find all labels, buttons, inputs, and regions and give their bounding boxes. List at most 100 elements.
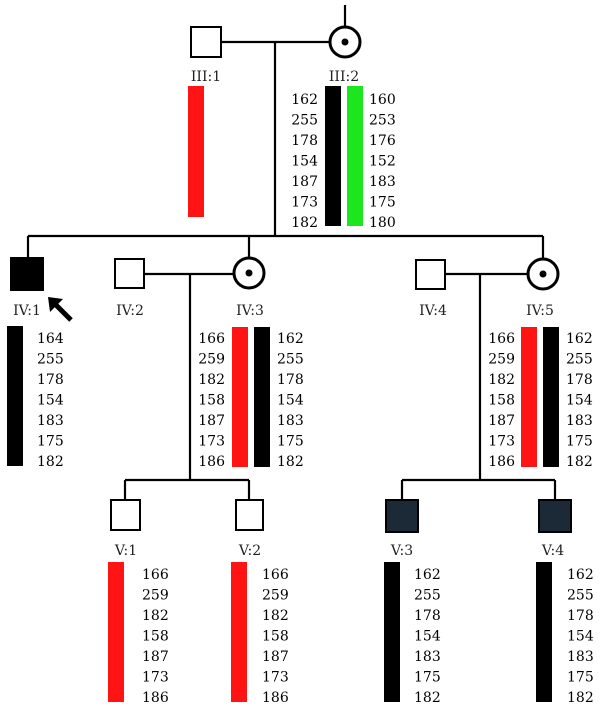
allele-value: 182 — [291, 215, 318, 231]
allele-value: 162 — [277, 331, 304, 347]
allele-value: 253 — [369, 113, 396, 129]
allele-value: 162 — [567, 567, 594, 583]
allele-value: 182 — [566, 454, 593, 470]
allele-value: 173 — [142, 670, 169, 686]
haplotype-bar-iv5-left — [521, 327, 537, 467]
allele-value: 173 — [488, 434, 515, 450]
allele-value: 183 — [566, 413, 593, 429]
individual-iv5-female-carrier-symbol — [526, 257, 560, 291]
allele-value: 173 — [262, 670, 289, 686]
allele-value: 187 — [291, 174, 318, 190]
allele-value: 166 — [262, 567, 289, 583]
allele-value: 154 — [277, 393, 304, 409]
allele-value: 166 — [198, 331, 225, 347]
allele-value: 178 — [277, 372, 304, 388]
allele-value: 255 — [414, 588, 441, 604]
allele-value: 255 — [277, 352, 304, 368]
haplotype-bar-iii1 — [188, 86, 204, 217]
allele-value: 186 — [488, 454, 515, 470]
allele-value: 162 — [291, 92, 318, 108]
label-iv4: IV:4 — [419, 303, 447, 319]
allele-value: 183 — [567, 649, 594, 665]
allele-value: 178 — [414, 608, 441, 624]
allele-value: 164 — [37, 331, 64, 347]
allele-value: 182 — [277, 454, 304, 470]
allele-value: 154 — [291, 154, 318, 170]
label-iii1: III:1 — [191, 69, 221, 85]
allele-value: 158 — [262, 629, 289, 645]
pedigree-lines — [26, 5, 557, 500]
allele-value: 255 — [291, 113, 318, 129]
allele-value: 173 — [291, 195, 318, 211]
allele-value: 259 — [198, 352, 225, 368]
allele-value: 154 — [567, 629, 594, 645]
allele-value: 182 — [37, 454, 64, 470]
allele-value: 182 — [198, 372, 225, 388]
allele-value: 186 — [262, 690, 289, 705]
allele-value: 175 — [566, 434, 593, 450]
allele-value: 162 — [566, 331, 593, 347]
label-iv3: IV:3 — [236, 303, 264, 319]
individual-v1-male-symbol — [110, 499, 141, 531]
allele-value: 158 — [488, 393, 515, 409]
allele-value: 187 — [142, 649, 169, 665]
individual-iv4-male-symbol — [415, 259, 446, 290]
allele-value: 166 — [488, 331, 515, 347]
individual-v3-affected-male-symbol — [385, 499, 419, 533]
allele-value: 187 — [262, 649, 289, 665]
individual-iii2-female-carrier-symbol — [328, 25, 362, 59]
allele-value: 187 — [198, 413, 225, 429]
allele-value: 175 — [414, 670, 441, 686]
allele-value: 183 — [37, 413, 64, 429]
allele-value: 183 — [369, 174, 396, 190]
allele-value: 182 — [262, 608, 289, 624]
haplotype-bar-iv3-left — [232, 327, 248, 467]
allele-value: 182 — [567, 690, 594, 705]
label-v1: V:1 — [114, 543, 137, 559]
allele-value: 152 — [369, 154, 396, 170]
individual-iv1-affected-male-symbol — [10, 257, 44, 291]
allele-value: 187 — [488, 413, 515, 429]
haplotype-bar-v1 — [108, 562, 124, 702]
individual-iv2-male-symbol — [114, 258, 145, 289]
individual-v4-affected-male-symbol — [538, 499, 572, 533]
label-iv2: IV:2 — [116, 303, 144, 319]
label-iii2: III:2 — [329, 69, 359, 85]
allele-value: 183 — [277, 413, 304, 429]
individual-iv3-female-carrier-symbol — [232, 256, 266, 290]
allele-value: 178 — [567, 608, 594, 624]
allele-value: 158 — [142, 629, 169, 645]
individual-v2-male-symbol — [235, 499, 264, 531]
allele-value: 175 — [37, 434, 64, 450]
haplotype-bar-iii2-right — [347, 86, 363, 226]
allele-value: 183 — [414, 649, 441, 665]
allele-value: 158 — [198, 393, 225, 409]
allele-value: 175 — [567, 670, 594, 686]
allele-value: 175 — [277, 434, 304, 450]
haplotype-bar-v3 — [384, 562, 400, 702]
allele-value: 178 — [566, 372, 593, 388]
allele-value: 166 — [142, 567, 169, 583]
allele-value: 178 — [37, 372, 64, 388]
proband-arrow-icon — [48, 297, 73, 322]
haplotype-bar-v4 — [536, 562, 552, 702]
allele-value: 160 — [369, 92, 396, 108]
allele-value: 154 — [414, 629, 441, 645]
allele-value: 259 — [142, 588, 169, 604]
allele-value: 154 — [566, 393, 593, 409]
individual-iii1-male-symbol — [190, 26, 222, 58]
label-v2: V:2 — [238, 543, 261, 559]
haplotype-bar-iv3-right — [254, 327, 270, 467]
haplotype-bar-iii2-left — [325, 86, 341, 226]
allele-value: 186 — [142, 690, 169, 705]
allele-value: 180 — [369, 215, 396, 231]
allele-value: 154 — [37, 393, 64, 409]
